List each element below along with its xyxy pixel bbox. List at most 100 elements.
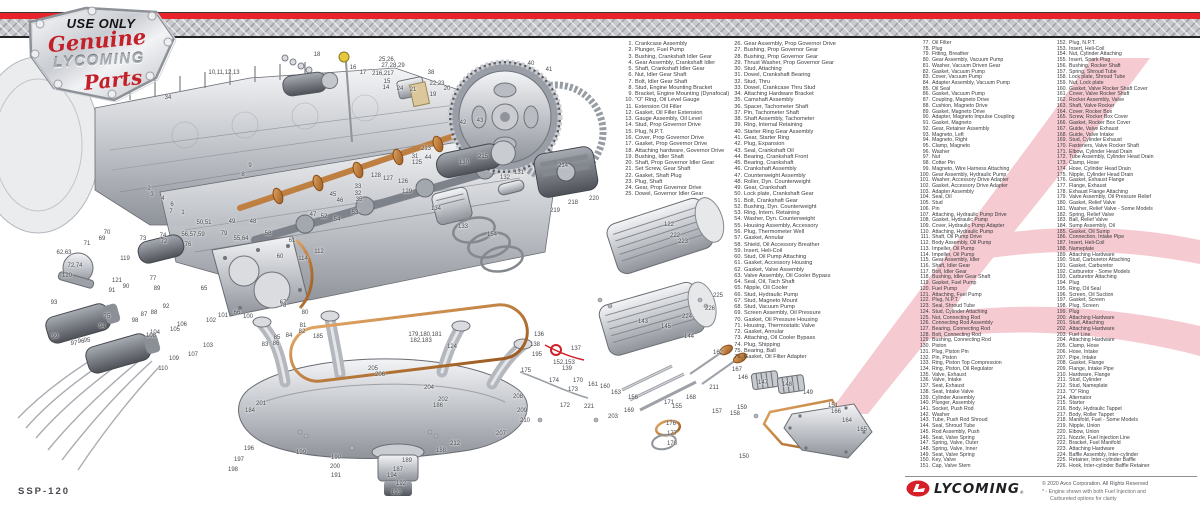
part-row: 12.Gasket, Oil Filler Extension <box>620 110 730 116</box>
part-row: 199.Plug <box>1051 309 1200 316</box>
part-name: Clamp, Hose <box>1069 160 1099 167</box>
part-row: 7.Bolt, Idler Gear Shaft <box>620 79 730 85</box>
part-row: 196.Screen, Oil Suction <box>1051 292 1200 299</box>
part-number: 59. <box>734 247 742 254</box>
part-name: Seal, Oil, Tach Shaft <box>744 279 795 286</box>
part-number: 14. <box>625 122 633 129</box>
part-row: 222.Bracket, Fuel Manifold <box>1051 441 1200 447</box>
part-name: Connecting Rod Assembly <box>932 320 993 327</box>
part-number: 77. <box>922 40 930 46</box>
part-name: Stud, Carburetor Attaching <box>1069 257 1131 264</box>
part-name: Ring, Piston Top Compression <box>932 360 1002 367</box>
part-row: 150.Key, Valve <box>914 458 1050 464</box>
part-row: 48.Roller, Dyn. Counterweight <box>729 179 913 185</box>
part-name: Screw, Rocker Box Cover <box>1069 114 1129 121</box>
part-row: 188.Nameplate <box>1051 246 1200 253</box>
part-name: Bushing, Idler Shaft <box>635 153 684 160</box>
part-row: 101.Washer, Accessory Drive Adapter <box>914 178 1050 184</box>
part-row: 172.Tube Assembly, Cylinder Head Drain <box>1051 155 1200 161</box>
part-name: Bushing, Idler Gear Shaft <box>932 274 991 281</box>
part-name: Plug, Screen <box>1069 303 1099 310</box>
part-number: 84. <box>922 80 930 87</box>
part-number: 138. <box>919 388 930 395</box>
part-row: 147.Spring, Valve, Outer <box>914 441 1050 447</box>
part-number: 124. <box>919 308 930 315</box>
part-number: 176. <box>1056 177 1067 184</box>
part-number: 70. <box>734 316 742 323</box>
part-name: Flange, Intake Pipe <box>1069 365 1114 372</box>
part-number: 190. <box>1056 257 1067 264</box>
part-number: 208. <box>1056 360 1067 367</box>
part-name: Shaft, Prop Governor Idler Gear <box>635 160 715 167</box>
part-name: Gasket, Screen <box>1069 297 1105 304</box>
fuel-lines <box>519 344 589 399</box>
part-row: 71.Housing, Thermostatic Valve <box>729 323 913 329</box>
part-number: 92. <box>922 125 930 132</box>
part-name: Nut, Idler Gear Shaft <box>635 72 687 79</box>
alternator <box>533 146 599 198</box>
part-row: 116.Shaft, Idler Gear <box>914 263 1050 270</box>
part-row: 35.Camshaft Assembly <box>729 97 913 103</box>
part-row: 74.Plug, Shipping <box>729 342 913 348</box>
part-number: 207. <box>1056 354 1067 361</box>
part-row: 190.Stud, Carburetor Attaching <box>1051 258 1200 264</box>
part-number: 80. <box>922 57 930 64</box>
part-name: Gasket, Oil Sump <box>1069 228 1110 235</box>
part-row: 86.Gasket, Vacuum Pump <box>914 92 1050 98</box>
part-number: 88. <box>922 102 930 109</box>
part-number: 103. <box>919 188 930 195</box>
part-name: Nozzle, Fuel Injection Line <box>1069 434 1130 441</box>
part-row: 214.Alternator <box>1051 395 1200 402</box>
lycoming-logo-mark <box>906 480 930 497</box>
part-name: Nipple, Union <box>1069 423 1101 430</box>
part-name: Bolt, Idler Gear <box>932 268 967 275</box>
part-name: Gasket, Oil Pressure Housing <box>744 316 818 323</box>
part-name: Pin <box>932 205 940 212</box>
part-name: Nut, Cylinder Attaching <box>1069 51 1122 58</box>
part-name: Gasket, Magneto Drive <box>932 108 986 115</box>
part-name: Ring, Internal Retaining <box>744 122 803 129</box>
part-number: 200. <box>1056 314 1067 321</box>
part-name: Fuel Line <box>1069 331 1091 338</box>
part-row: 191.Gasket, Carburetor <box>1051 263 1200 270</box>
part-name: Cover, Rocker Box <box>1069 108 1113 115</box>
part-number: 79. <box>922 51 930 58</box>
part-number: 160. <box>1056 85 1067 92</box>
part-name: Seat, Valve Spring <box>932 451 975 458</box>
part-number: 58. <box>734 241 742 248</box>
part-number: 74. <box>734 341 742 348</box>
part-row: 210.Hardware, Flange <box>1051 372 1200 379</box>
part-row: 217.Body, Roller Tappet <box>1051 412 1200 419</box>
part-number: 118. <box>920 274 930 281</box>
part-number: 174. <box>1056 165 1067 172</box>
part-name: "O" Ring <box>1069 388 1089 395</box>
part-name: Gasket, Prop Governor Drive <box>635 141 708 148</box>
part-number: 33. <box>734 84 742 91</box>
part-row: 8.Stud, Engine Mounting Bracket <box>620 85 730 91</box>
part-name: "O" Ring, Oil Level Gauge <box>635 97 700 104</box>
part-row: 69.Screen Assembly, Oil Pressure <box>729 310 913 316</box>
part-row: 1.Crankcase Assembly <box>620 41 730 47</box>
part-row: 144.Seal, Shroud Tube <box>914 423 1050 430</box>
accessory-housing <box>211 235 314 317</box>
part-name: Plug, N.P.T. <box>1069 40 1096 46</box>
part-name: Washer, Vacuum Driven Gear <box>932 62 1001 69</box>
part-row: 139.Cylinder Assembly <box>914 395 1050 402</box>
part-name: Starter <box>1069 400 1085 407</box>
part-name: Ring, Intern. Retaining <box>744 210 800 217</box>
part-number: 37. <box>734 109 742 116</box>
part-name: Attaching Hardware <box>1069 251 1115 258</box>
part-name: Coupling, Magneto Drive <box>932 97 990 104</box>
part-number: 97. <box>922 154 930 161</box>
part-number: 109. <box>919 223 930 229</box>
part-row: 73.Attaching, Oil Cooler Bypass <box>729 335 913 341</box>
magnetos <box>45 303 161 374</box>
part-name: Socket, Push Rod <box>932 406 974 412</box>
part-number: 226. <box>1056 463 1067 470</box>
part-number: 26. <box>734 41 742 47</box>
part-row: 51.Bolt, Crankshaft Gear <box>729 198 913 204</box>
part-row: 56.Plug, Thermometer Well <box>729 229 913 235</box>
part-number: 45. <box>734 160 742 167</box>
part-number: 60. <box>734 254 742 261</box>
